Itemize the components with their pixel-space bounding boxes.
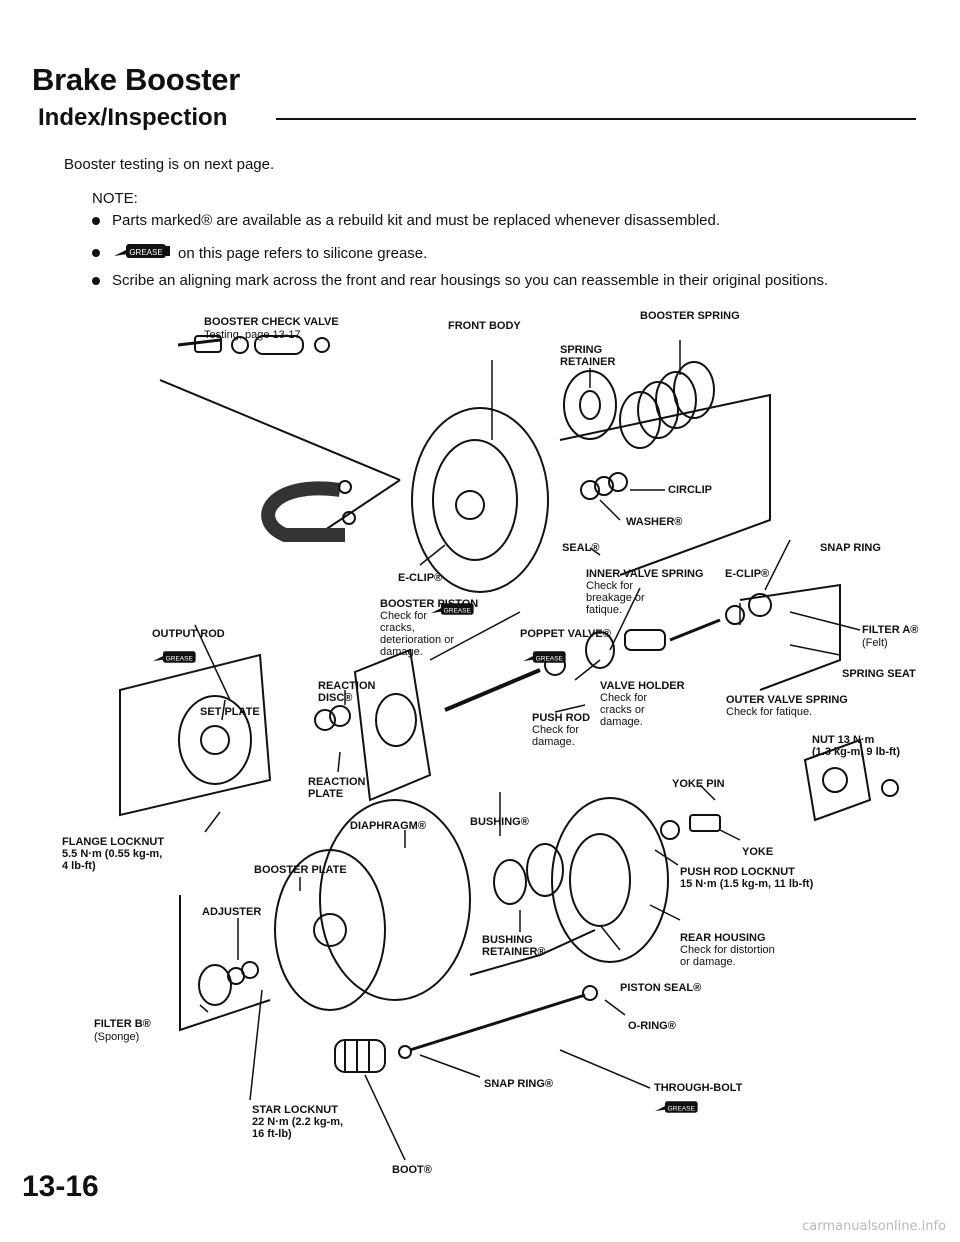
label-outer-valve-spring: OUTER VALVE SPRING xyxy=(726,694,848,706)
title-rule xyxy=(276,118,916,120)
label-spring-retainer: SPRING RETAINER xyxy=(560,344,616,368)
label-seal: SEAL® xyxy=(562,542,600,554)
section-subtitle: Index/Inspection xyxy=(38,104,228,131)
label-through-bolt: THROUGH-BOLT xyxy=(654,1082,743,1094)
label-o-ring: O-RING® xyxy=(628,1020,676,1032)
label-flange-locknut: FLANGE LOCKNUT 5.5 N·m (0.55 kg-m, 4 lb-… xyxy=(62,836,165,872)
label-yoke-pin: YOKE PIN xyxy=(672,778,725,790)
label-adjuster: ADJUSTER xyxy=(202,906,262,918)
label-outer-valve-spring-sub: Check for fatique. xyxy=(726,706,813,718)
bullet-icon xyxy=(92,216,100,225)
label-washer: WASHER® xyxy=(626,516,683,528)
label-filter-a-sub: (Felt) xyxy=(862,637,888,649)
label-boot: BOOT® xyxy=(392,1164,432,1176)
label-piston-seal: PISTON SEAL® xyxy=(620,982,702,994)
svg-text:GREASE: GREASE xyxy=(129,248,162,257)
label-push-rod-sub: Check for damage. xyxy=(532,724,580,748)
grease-icon-poppet: GREASE xyxy=(520,648,572,671)
label-e-clip-right: E-CLIP® xyxy=(725,568,770,580)
svg-text:GREASE: GREASE xyxy=(668,1105,696,1112)
label-rear-housing: REAR HOUSING xyxy=(680,932,766,944)
label-booster-spring: BOOSTER SPRING xyxy=(640,310,740,322)
note-3: Scribe an aligning mark across the front… xyxy=(92,272,828,289)
label-yoke: YOKE xyxy=(742,846,774,858)
label-push-rod: PUSH ROD xyxy=(532,712,591,724)
label-booster-piston-sub: Check for cracks, deterioration or damag… xyxy=(380,610,454,658)
label-reaction-disc: REACTION DISC® xyxy=(318,680,376,704)
label-booster-plate: BOOSTER PLATE xyxy=(254,864,347,876)
label-bushing-retainer: BUSHING RETAINER® xyxy=(482,934,546,958)
note-2-text: on this page refers to silicone grease. xyxy=(178,244,428,262)
watermark: carmanualsonline.info xyxy=(802,1219,946,1234)
label-e-clip-left: E-CLIP® xyxy=(398,572,443,584)
grease-icon-through-bolt: GREASE xyxy=(652,1098,704,1121)
svg-text:GREASE: GREASE xyxy=(444,607,472,614)
label-valve-holder: VALVE HOLDER xyxy=(600,680,685,692)
label-filter-b-sub: (Sponge) xyxy=(94,1031,140,1043)
svg-text:GREASE: GREASE xyxy=(536,655,564,662)
label-reaction-plate: REACTION PLATE xyxy=(308,776,366,800)
label-output-rod: OUTPUT ROD xyxy=(152,628,225,640)
note-1: Parts marked® are available as a rebuild… xyxy=(92,212,720,229)
label-set-plate: SET PLATE xyxy=(200,706,260,718)
label-star-locknut: STAR LOCKNUT 22 N·m (2.2 kg-m, 16 ft-lb) xyxy=(252,1104,344,1140)
label-poppet-valve: POPPET VALVE® xyxy=(520,628,611,640)
label-snap-ring: SNAP RING xyxy=(820,542,881,554)
intro-text: Booster testing is on next page. xyxy=(64,156,275,173)
front-body-shape xyxy=(411,407,549,593)
label-push-rod-locknut: PUSH ROD LOCKNUT 15 N·m (1.5 kg-m, 11 lb… xyxy=(680,866,814,890)
note-1-text: Parts marked® are available as a rebuild… xyxy=(112,212,721,229)
grease-tube-icon: GREASE xyxy=(112,240,172,266)
label-valve-holder-sub: Check for cracks or damage. xyxy=(600,692,648,728)
label-nut: NUT 13 N·m (1.3 kg-m, 9 lb-ft) xyxy=(812,734,901,758)
label-rear-housing-sub: Check for distortion or damage. xyxy=(680,944,775,968)
note-2: GREASE on this page refers to silicone g… xyxy=(92,240,427,266)
label-filter-b: FILTER B® xyxy=(94,1018,151,1030)
bullet-icon xyxy=(92,249,100,257)
label-check-valve-sub: Testing, page 13-17 xyxy=(204,329,301,341)
label-circlip: CIRCLIP xyxy=(668,484,712,496)
label-inner-valve-spring: INNER VALVE SPRING xyxy=(586,568,704,580)
grease-icon-piston: GREASE xyxy=(428,600,480,623)
label-snap-ring-lower: SNAP RING® xyxy=(484,1078,554,1090)
label-inner-valve-spring-sub: Check for breakage or fatique. xyxy=(586,580,645,616)
note-label: NOTE: xyxy=(92,190,138,207)
label-diaphragm: DIAPHRAGM® xyxy=(350,820,426,832)
grease-icon-output-rod: GREASE xyxy=(150,648,202,671)
note-3-text: Scribe an aligning mark across the front… xyxy=(112,272,829,289)
svg-text:GREASE: GREASE xyxy=(166,655,194,662)
label-check-valve: BOOSTER CHECK VALVE xyxy=(204,316,339,328)
label-spring-seat: SPRING SEAT xyxy=(842,668,916,680)
page-number: 13-16 xyxy=(22,1170,99,1203)
label-filter-a: FILTER A® xyxy=(862,624,919,636)
label-front-body: FRONT BODY xyxy=(448,320,521,332)
bullet-icon xyxy=(92,276,100,285)
label-bushing: BUSHING® xyxy=(470,816,529,828)
page-title: Brake Booster xyxy=(32,62,241,97)
